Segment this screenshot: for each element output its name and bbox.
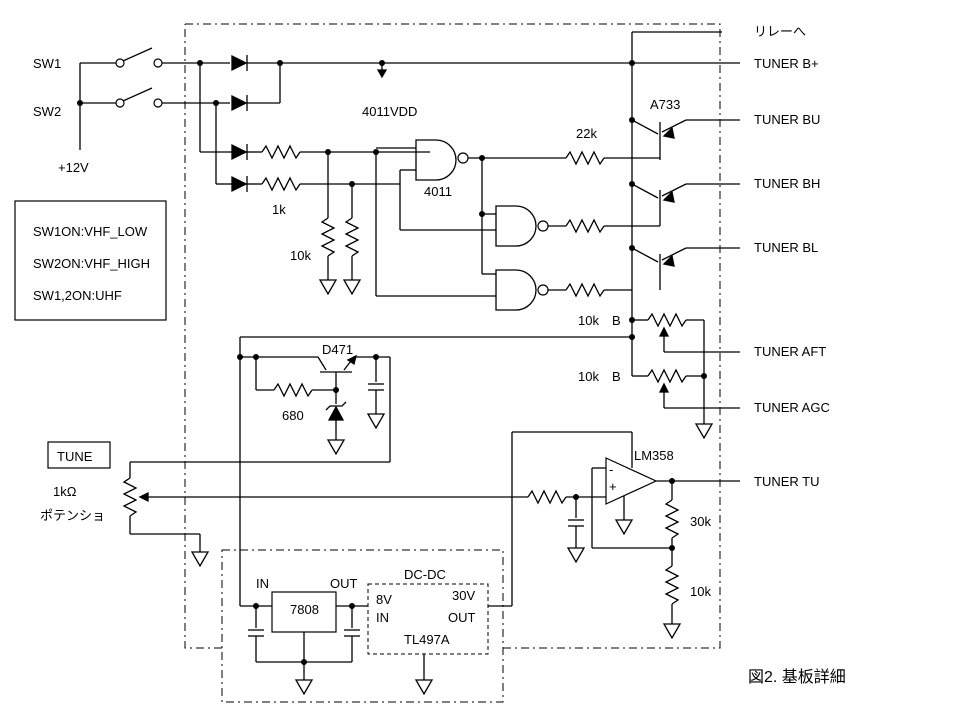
cap-reg-out	[344, 629, 360, 637]
opamp-lm358	[605, 457, 658, 505]
resistor-r1	[261, 144, 301, 160]
regulator-7808	[271, 591, 337, 633]
vdd-label: 4011VDD	[362, 104, 417, 119]
output-tuner-bu: TUNER BU	[754, 112, 820, 127]
pot-1k-label: 1kΩ	[53, 484, 77, 499]
nand-gate-1	[415, 139, 469, 181]
resistor-1k	[261, 176, 301, 192]
dcdc-module	[367, 583, 489, 655]
resistor-g2	[565, 218, 605, 234]
legend-item: SW1,2ON:UHF	[33, 288, 122, 303]
output-tuner-bl: TUNER BL	[754, 240, 818, 255]
dcdc-30v-label: 30V	[452, 588, 475, 603]
pot-tune	[122, 477, 138, 517]
d471-label: D471	[322, 342, 353, 357]
lm358-label: LM358	[634, 448, 674, 463]
nand-gate-3	[495, 269, 549, 311]
legend-box	[14, 200, 167, 321]
transistor-bu	[631, 119, 740, 160]
switch-sw2	[80, 87, 230, 108]
resistor-680	[273, 382, 313, 398]
output-relay: リレーへ	[754, 24, 806, 39]
transistor-d471	[317, 354, 357, 373]
resistor-10k-bottom	[664, 565, 680, 605]
pot-agc	[647, 368, 687, 384]
tl497a-label: TL497A	[404, 632, 450, 647]
switch-sw1	[80, 47, 230, 68]
resistor-30k	[664, 499, 680, 539]
output-tuner-tu: TUNER TU	[754, 474, 819, 489]
dcdc-in-label: IN	[376, 610, 389, 625]
r680-label: 680	[282, 408, 304, 423]
r10k-bottom-label: 10k	[690, 584, 711, 599]
reg-7808-label: 7808	[290, 602, 319, 617]
r10kb-2-label: 10k	[578, 369, 599, 384]
output-tuner-aft: TUNER AFT	[754, 344, 826, 359]
diode-2	[231, 94, 248, 112]
b1-label: B	[612, 313, 621, 328]
r30k-label: 30k	[690, 514, 711, 529]
legend-item: SW1ON:VHF_LOW	[33, 224, 148, 239]
r22k-label: 22k	[576, 126, 597, 141]
output-tuner-bh: TUNER BH	[754, 176, 820, 191]
dcdc-label: DC-DC	[404, 567, 446, 582]
dcdc-8v-label: 8V	[376, 592, 392, 607]
pot-name-label: ポテンショ	[40, 508, 105, 523]
output-tuner-bplus: TUNER B+	[754, 56, 819, 71]
tune-box	[47, 441, 111, 469]
reg-in-label: IN	[256, 576, 269, 591]
resistor-pd2	[344, 217, 360, 257]
cap-reg-in	[248, 629, 264, 637]
op-plus-label: +	[609, 479, 617, 494]
diode-3	[231, 143, 248, 161]
legend-item: SW2ON:VHF_HIGH	[33, 256, 150, 271]
output-tuner-agc: TUNER AGC	[754, 400, 830, 415]
plus12v-label: +12V	[58, 160, 89, 175]
figure-caption: 図2. 基板詳細	[748, 668, 846, 686]
diode-1	[231, 54, 248, 72]
resistor-22k	[565, 150, 605, 166]
b2-label: B	[612, 369, 621, 384]
sw1-label: SW1	[33, 56, 61, 71]
transistor-bl	[631, 247, 740, 290]
resistor-tu	[527, 489, 567, 505]
sw2-label: SW2	[33, 104, 61, 119]
cap-tu	[568, 519, 584, 527]
diode-4	[231, 175, 248, 193]
zener-diode	[325, 401, 347, 421]
board-outline	[184, 23, 721, 649]
resistor-pd1	[320, 217, 336, 257]
r10k-left-label: 10k	[290, 248, 311, 263]
transistor-bh	[631, 183, 740, 226]
r10kb-1-label: 10k	[578, 313, 599, 328]
r1k-label: 1k	[272, 202, 286, 217]
nand-gate-2	[495, 205, 549, 247]
op-minus-label: -	[609, 462, 613, 477]
pot-aft	[647, 312, 687, 328]
dcdc-out-label: OUT	[448, 610, 476, 625]
ic4011-label: 4011	[424, 184, 452, 199]
a733-label: A733	[650, 97, 680, 112]
reg-out-label: OUT	[330, 576, 358, 591]
cap-zener	[368, 383, 384, 391]
resistor-g3	[565, 282, 605, 298]
tune-label: TUNE	[57, 449, 93, 464]
